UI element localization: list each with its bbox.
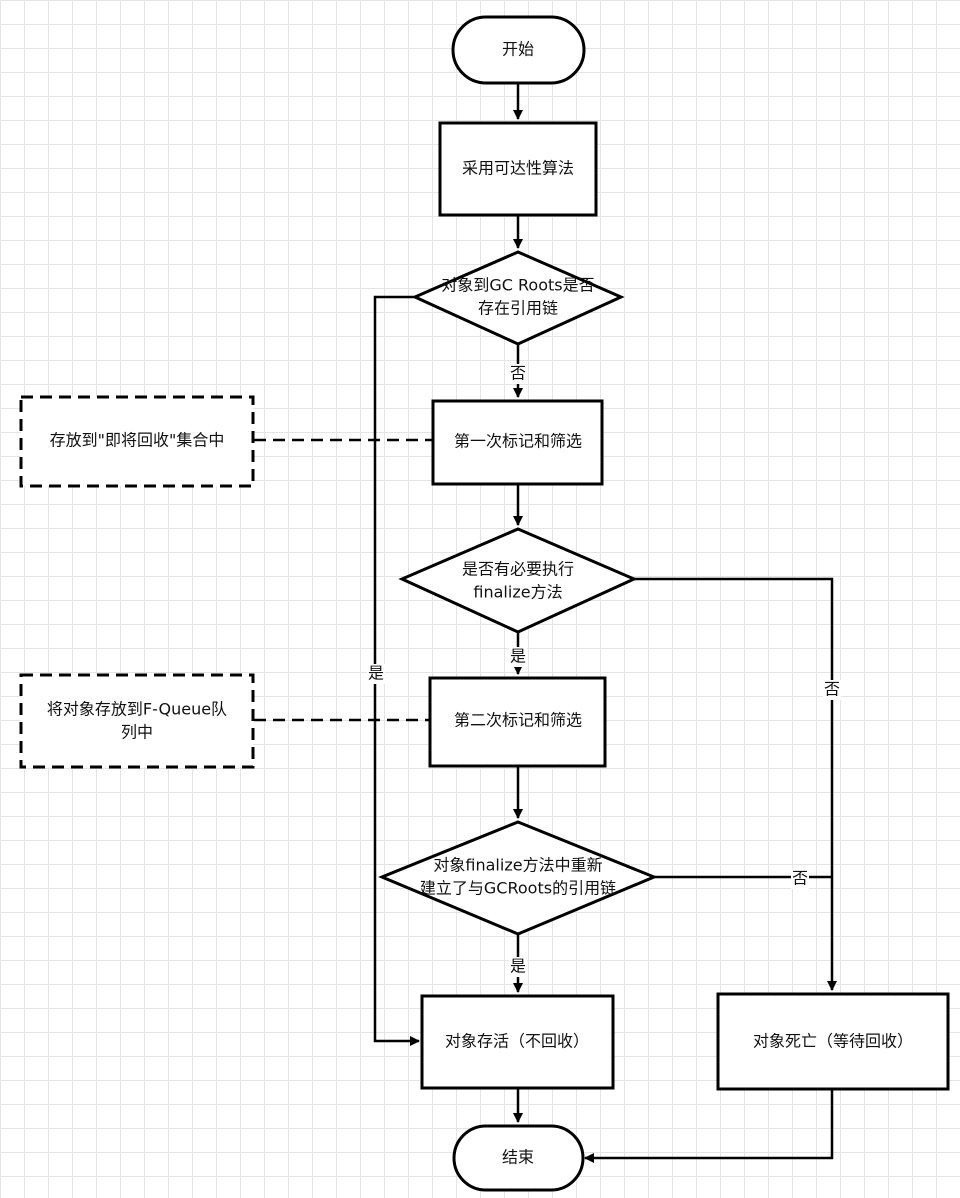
end-label: 结束: [502, 1148, 534, 1167]
relink-label-line1: 对象finalize方法中重新: [433, 856, 602, 875]
edge-label-relink-yes: 是: [509, 957, 527, 977]
edge-need-finalize-no-to-dead: [634, 577, 837, 991]
svg-text:否: 否: [824, 680, 840, 699]
edge-label-reachable-yes: 是: [367, 664, 385, 684]
first-mark-process: 第一次标记和筛选: [431, 399, 604, 486]
start-label: 开始: [502, 40, 534, 59]
second-note-label-line2: 列中: [121, 723, 153, 742]
start-terminal: 开始: [451, 15, 586, 85]
reachable-label-line1: 对象到GC Roots是否: [441, 276, 594, 295]
edge-label-relink-no: 否: [791, 869, 809, 889]
end-terminal: 结束: [452, 1124, 585, 1192]
edge-dead-to-end: [584, 1089, 834, 1163]
relink-decision: 对象finalize方法中重新 建立了与GCRoots的引用链: [378, 820, 658, 936]
reachable-decision: 对象到GC Roots是否 存在引用链: [411, 250, 625, 346]
algorithm-process: 采用可达性算法: [438, 121, 598, 217]
algorithm-label: 采用可达性算法: [462, 159, 574, 178]
svg-text:是: 是: [510, 957, 526, 976]
svg-text:否: 否: [510, 364, 526, 383]
need-finalize-label-line2: finalize方法: [473, 583, 562, 602]
second-mark-process: 第二次标记和筛选: [428, 676, 607, 768]
edge-label-reachable-no: 否: [509, 364, 527, 384]
first-note-box: 存放到"即将回收"集合中: [19, 395, 255, 488]
dead-process: 对象死亡（等待回收）: [716, 992, 950, 1091]
second-note-box: 将对象存放到F-Queue队 列中: [19, 673, 255, 769]
edge-label-need-finalize-no: 否: [823, 680, 841, 700]
alive-label: 对象存活（不回收）: [445, 1032, 589, 1051]
reachable-label-line2: 存在引用链: [478, 299, 558, 318]
svg-text:是: 是: [368, 664, 384, 683]
need-finalize-label-line1: 是否有必要执行: [462, 560, 574, 579]
svg-text:是: 是: [510, 647, 526, 666]
second-note-label-line1: 将对象存放到F-Queue队: [47, 700, 227, 719]
svg-text:否: 否: [792, 869, 808, 888]
dead-label: 对象死亡（等待回收）: [753, 1032, 913, 1051]
need-finalize-decision: 是否有必要执行 finalize方法: [398, 527, 638, 634]
second-mark-label: 第二次标记和筛选: [454, 711, 582, 730]
relink-label-line2: 建立了与GCRoots的引用链: [420, 879, 616, 898]
first-mark-label: 第一次标记和筛选: [454, 432, 582, 451]
alive-process: 对象存活（不回收）: [420, 994, 615, 1090]
edge-label-need-finalize-yes: 是: [509, 647, 527, 667]
first-note-label: 存放到"即将回收"集合中: [50, 431, 225, 450]
